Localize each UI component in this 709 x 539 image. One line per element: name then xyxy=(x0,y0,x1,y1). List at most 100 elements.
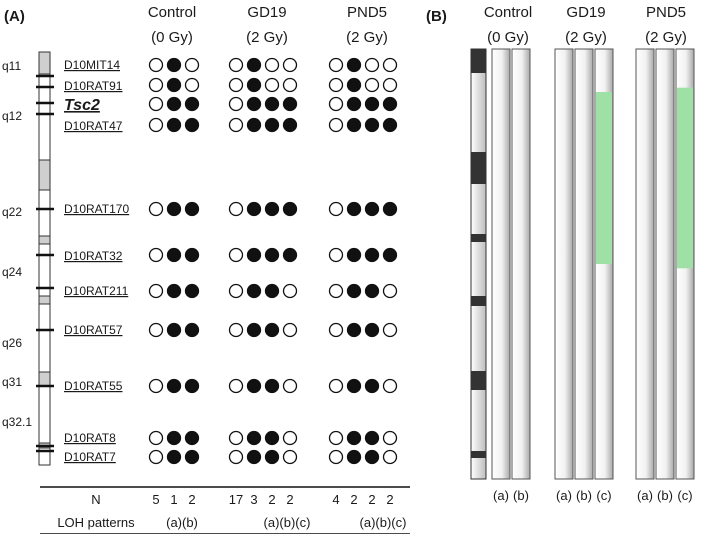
chromosome-bar xyxy=(491,48,511,480)
chromosome-bar xyxy=(511,48,531,480)
empty-dot xyxy=(228,247,244,263)
loh-bar-labels: (a)(b)(a)(b)(c)(a)(b)(c) xyxy=(493,488,693,503)
empty-dot xyxy=(228,430,244,446)
filled-dot xyxy=(184,201,200,217)
n-value: 2 xyxy=(350,492,357,507)
marker-label-d10rat8: D10RAT8 xyxy=(64,431,116,445)
empty-dot xyxy=(148,117,164,133)
empty-dot xyxy=(328,117,344,133)
band-label: q22 xyxy=(2,205,22,219)
filled-dot xyxy=(346,449,362,465)
filled-dot xyxy=(264,283,280,299)
filled-dot xyxy=(264,449,280,465)
empty-dot xyxy=(282,77,298,93)
panel-b: (B) Control (0 Gy) GD19 (2 Gy) PND5 (2 G… xyxy=(426,4,695,503)
empty-dot xyxy=(148,247,164,263)
b-group-title-control: Control xyxy=(484,4,532,21)
band-label: q31 xyxy=(2,375,22,389)
panel-a-label: (A) xyxy=(4,8,25,25)
n-value: 2 xyxy=(286,492,293,507)
empty-dot xyxy=(148,96,164,112)
filled-dot xyxy=(346,322,362,338)
loh-bars xyxy=(491,48,695,480)
marker-label-d10rat47: D10RAT47 xyxy=(64,119,123,133)
chromosome-bar-outline xyxy=(594,48,614,480)
filled-dot xyxy=(346,96,362,112)
filled-dot xyxy=(282,247,298,263)
marker-label-d10rat170: D10RAT170 xyxy=(64,202,129,216)
empty-dot xyxy=(328,322,344,338)
bar-label: (c) xyxy=(677,488,692,503)
b-group-dose-gd19: (2 Gy) xyxy=(565,29,607,46)
empty-dot xyxy=(148,449,164,465)
marker-label-d10mit14: D10MIT14 xyxy=(64,58,120,72)
filled-dot xyxy=(184,430,200,446)
filled-dot xyxy=(364,283,380,299)
marker-label-d10rat57: D10RAT57 xyxy=(64,323,123,337)
empty-dot xyxy=(148,57,164,73)
filled-dot xyxy=(264,96,280,112)
group-title-control: Control xyxy=(148,4,196,21)
filled-dot xyxy=(166,247,182,263)
loh-patterns-label: LOH patterns xyxy=(57,515,135,530)
empty-dot xyxy=(364,57,380,73)
filled-dot xyxy=(346,117,362,133)
empty-dot xyxy=(264,77,280,93)
empty-dot xyxy=(148,430,164,446)
bar-label: (a) xyxy=(556,488,572,503)
filled-dot xyxy=(382,201,398,217)
filled-dot xyxy=(364,449,380,465)
empty-dot xyxy=(328,449,344,465)
empty-dot xyxy=(148,201,164,217)
loh-patterns-pnd5: (a)(b)(c) xyxy=(360,515,407,530)
group-dose-control: (0 Gy) xyxy=(151,29,193,46)
filled-dot xyxy=(246,201,262,217)
filled-dot xyxy=(166,117,182,133)
empty-dot xyxy=(148,322,164,338)
bar-label: (a) xyxy=(637,488,653,503)
empty-dot xyxy=(282,322,298,338)
loh-patterns-gd19: (a)(b)(c) xyxy=(264,515,311,530)
bar-label: (b) xyxy=(513,488,529,503)
band-label: q11 xyxy=(2,59,21,73)
loh-region xyxy=(596,92,612,264)
filled-dot xyxy=(346,201,362,217)
empty-dot xyxy=(382,322,398,338)
filled-dot xyxy=(364,247,380,263)
filled-dot xyxy=(246,117,262,133)
empty-dot xyxy=(228,117,244,133)
bar-label: (a) xyxy=(493,488,509,503)
empty-dot xyxy=(228,57,244,73)
marker-label-d10rat211: D10RAT211 xyxy=(64,284,129,298)
empty-dot xyxy=(184,77,200,93)
empty-dot xyxy=(328,201,344,217)
bar-label: (b) xyxy=(576,488,592,503)
filled-dot xyxy=(246,283,262,299)
chromosome-bar xyxy=(635,48,655,480)
filled-dot xyxy=(184,96,200,112)
empty-dot xyxy=(282,430,298,446)
empty-dot xyxy=(282,283,298,299)
marker-label-tsc2: Tsc2 xyxy=(64,97,100,114)
empty-dot xyxy=(228,96,244,112)
bar-label: (c) xyxy=(596,488,611,503)
filled-dot xyxy=(246,247,262,263)
marker-label-d10rat55: D10RAT55 xyxy=(64,379,123,393)
b-group-dose-control: (0 Gy) xyxy=(487,29,529,46)
filled-dot xyxy=(264,247,280,263)
chromosome-bar-outline xyxy=(675,48,695,480)
marker-label-d10rat32: D10RAT32 xyxy=(64,249,123,263)
filled-dot xyxy=(184,247,200,263)
filled-dot xyxy=(246,77,262,93)
empty-dot xyxy=(282,57,298,73)
filled-dot xyxy=(346,77,362,93)
loh-region xyxy=(677,87,693,269)
empty-dot xyxy=(328,283,344,299)
empty-dot xyxy=(328,57,344,73)
filled-dot xyxy=(184,283,200,299)
filled-dot xyxy=(382,96,398,112)
empty-dot xyxy=(382,430,398,446)
chromosome-ideogram-b xyxy=(470,48,487,480)
filled-dot xyxy=(166,378,182,394)
